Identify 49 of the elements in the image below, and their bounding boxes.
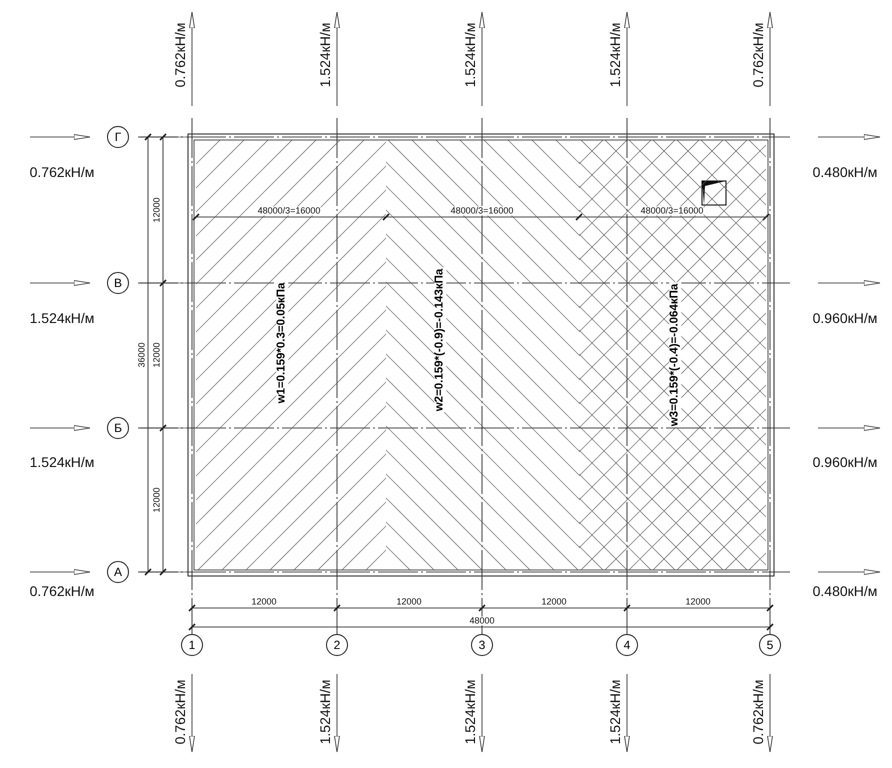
load-formula: w2=0.159*(-0.9)=-0.143кПа [434, 268, 446, 412]
dimension-text: 12000 [152, 487, 162, 513]
dimension-text: 12000 [251, 598, 277, 606]
load-formula: w3=0.159*(-0.4)=-0.064кПа [669, 282, 681, 428]
dimension-text: 12000 [685, 598, 711, 606]
axis-label: Г [114, 131, 122, 143]
axis-label: 5 [766, 639, 774, 651]
axis-label: А [114, 566, 122, 578]
load-value: 1.524кН/м [463, 22, 477, 88]
load-value: 1.524кН/м [463, 680, 477, 744]
load-value: 0.762кН/м [30, 165, 94, 179]
dimension-text: 48000 [469, 616, 495, 626]
dimension-text: 12000 [152, 197, 162, 223]
load-value: 0.480кН/м [812, 165, 878, 179]
axis-bubble [107, 561, 129, 583]
load-value: 0.762кН/м [751, 22, 765, 88]
load-value: 1.524кН/м [318, 680, 332, 744]
axis-label: Б [114, 422, 122, 434]
axis-label: В [114, 277, 122, 289]
load-formula: w1=0.159*0.3=0.05кПа [276, 282, 288, 404]
load-value: 0.762кН/м [30, 584, 94, 598]
load-value: 0.762кН/м [173, 680, 187, 744]
load-value: 1.524кН/м [608, 22, 622, 88]
axis-bubble [616, 634, 638, 656]
load-value: 1.524кН/м [30, 311, 94, 325]
dimension-text: 48000/3=16000 [640, 206, 704, 216]
load-value: 1.524кН/м [30, 455, 94, 469]
dimension-text: 36000 [138, 342, 146, 368]
dimension-text: 12000 [541, 598, 567, 606]
axis-bubble [107, 126, 129, 148]
load-value: 1.524кН/м [608, 680, 622, 744]
load-value: 0.960кН/м [812, 311, 878, 325]
load-value: 0.762кН/м [751, 680, 765, 744]
dimension-text: 12000 [152, 342, 162, 368]
axis-bubble [326, 634, 348, 656]
load-value: 0.480кН/м [812, 584, 878, 598]
dimension-text: 48000/3=16000 [258, 206, 320, 216]
axis-label: 1 [188, 639, 196, 651]
axis-label: 2 [334, 639, 340, 651]
axis-label: 3 [478, 639, 486, 651]
axis-bubble [471, 634, 493, 656]
load-value: 0.762кН/м [173, 22, 187, 88]
axis-label: 4 [624, 639, 630, 651]
dimension-text: 48000/3=16000 [450, 206, 514, 216]
load-value: 1.524кН/м [318, 22, 332, 88]
dimension-text: 12000 [396, 598, 422, 606]
axis-bubble [759, 634, 781, 656]
axis-bubble [181, 634, 203, 656]
load-value: 0.960кН/м [812, 455, 878, 469]
